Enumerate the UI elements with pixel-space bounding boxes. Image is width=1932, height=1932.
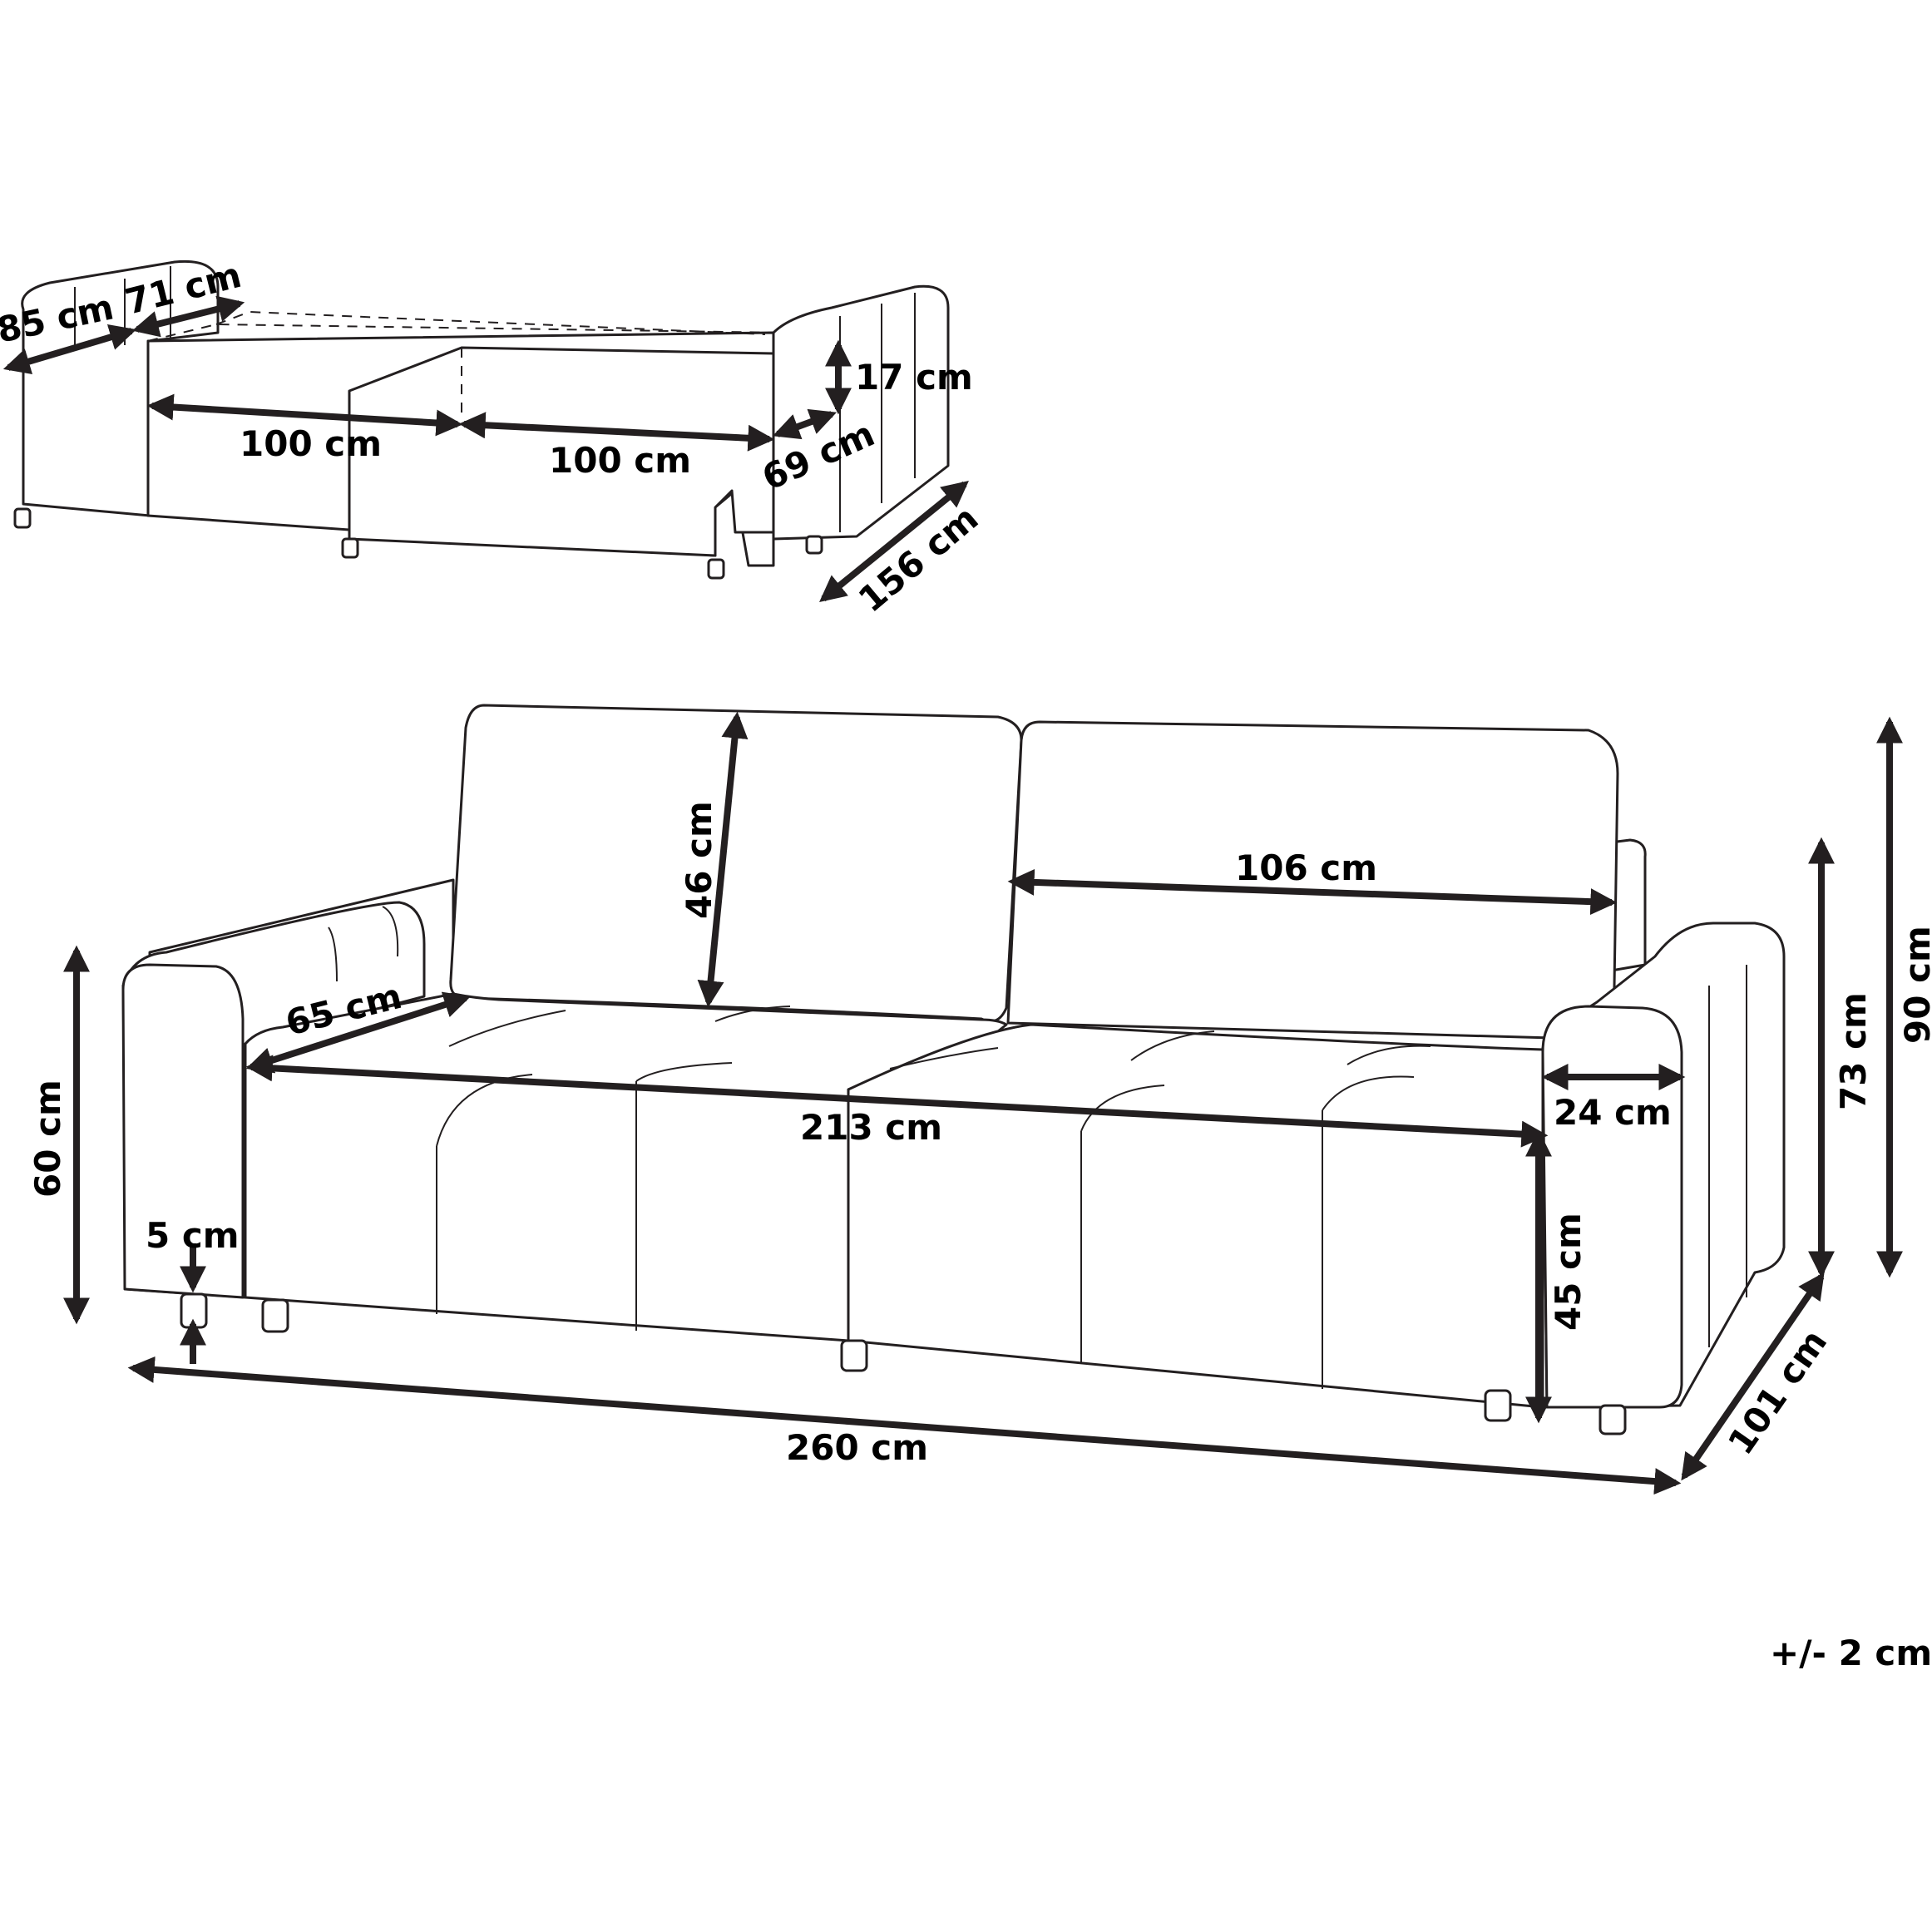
dim-17: 17 cm <box>855 357 973 398</box>
dim-100-left: 100 cm <box>240 423 382 464</box>
dim-106: 106 cm <box>1235 847 1377 888</box>
sofa-drawing <box>121 704 1786 1435</box>
top-view-dimension-arrows <box>2 295 969 603</box>
dim-60: 60 cm <box>27 1080 68 1198</box>
dim-213: 213 cm <box>800 1107 942 1148</box>
main-view-dimension-arrows <box>63 711 1903 1495</box>
dim-73: 73 cm <box>1833 992 1874 1110</box>
dim-45: 45 cm <box>1548 1213 1589 1331</box>
dim-260: 260 cm <box>786 1427 928 1468</box>
dim-46: 46 cm <box>679 801 719 919</box>
dim-5: 5 cm <box>146 1215 240 1256</box>
dim-24: 24 cm <box>1554 1092 1672 1133</box>
dim-90: 90 cm <box>1897 926 1932 1044</box>
dim-100-right: 100 cm <box>549 440 691 481</box>
tolerance-note: +/- 2 cm <box>1770 1633 1932 1673</box>
